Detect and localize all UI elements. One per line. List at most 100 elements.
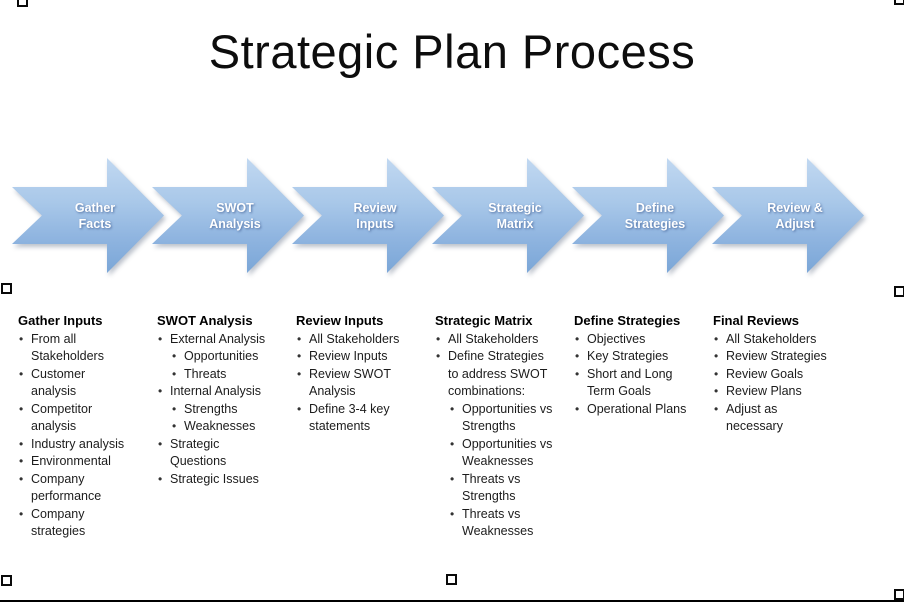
bullet-glyph: • [714,384,719,398]
bullet-glyph: • [172,419,177,433]
column-heading: Final Reviews [713,313,799,328]
bullet-glyph: • [575,401,580,416]
column-heading: Strategic Matrix [435,313,533,328]
bullet-glyph: • [19,366,24,381]
bullet-text: Review Inputs [309,349,388,363]
bullet-glyph: • [436,349,441,363]
bullet-text: Strategic Issues [170,471,259,486]
detail-column-define-strategies: Define Strategies•Objectives•Key Strateg… [574,312,713,541]
bullet-item: • Company performance [18,471,151,506]
bullet-item: •Review Strategies [713,348,846,366]
bullet-item: • Define 3-4 key statements [296,401,429,436]
bullet-item: • Review SWOT Analysis [296,366,429,401]
bullet-glyph: • [714,331,719,346]
placeholder-handle-top-right [894,0,904,5]
bullet-item: •Environmental [18,453,151,471]
bullet-text: Competitor analysis [31,401,93,434]
bullet-text: All Stakeholders [448,331,539,346]
bullet-glyph: • [297,401,302,416]
process-step-label: Gather Facts [74,200,116,231]
bullet-item: • Customer analysis [18,366,151,401]
column-heading: Gather Inputs [18,313,103,328]
bullet-text: Objectives [587,331,646,346]
bullet-text: Strategic Questions [170,436,227,469]
bullet-text: Operational Plans [587,401,687,416]
column-heading: Review Inputs [296,313,384,328]
bullet-item: •Strengths [157,401,290,419]
bullet-text: Customer analysis [31,366,86,399]
slide-bottom-edge [0,600,904,602]
placeholder-handle-right-middle [894,286,904,297]
bullet-glyph: • [172,349,177,363]
process-step-arrow-strategic-matrix: Strategic Matrix [432,158,584,273]
bullet-text: From all Stakeholders [31,331,104,364]
bullet-text: Define 3-4 key statements [309,401,390,434]
bullet-glyph: • [297,349,302,363]
bullet-glyph: • [714,401,719,416]
bullet-item: •Opportunities vs Strengths [435,401,568,436]
bullet-glyph: • [450,471,455,486]
bullet-text: Review Goals [726,366,804,381]
bullet-text: All Stakeholders [726,331,817,346]
bullet-text: Opportunities [184,349,259,363]
bullet-glyph: • [158,471,163,486]
bullet-glyph: • [297,366,302,381]
bullet-item: •Weaknesses [157,418,290,436]
placeholder-handle-bottom-center [446,574,457,585]
process-step-label: Define Strategies [624,200,686,231]
bullet-item: • Strategic Issues [157,471,290,489]
column-heading: Define Strategies [574,313,681,328]
bullet-glyph: • [714,366,719,381]
bullet-text: Review Strategies [726,349,827,363]
bullet-text: Short and Long Term Goals [587,366,673,399]
process-step-label: Review & Adjust [767,200,823,231]
bullet-glyph: • [19,471,24,486]
process-step-label: Review Inputs [353,200,397,231]
bullet-item: •Opportunities vs Weaknesses [435,436,568,471]
bullet-item: •Define Strategies to address SWOT combi… [435,348,568,401]
bullet-text: All Stakeholders [309,331,400,346]
bullet-glyph: • [158,436,163,451]
placeholder-handle-bottom-right [894,589,904,600]
bullet-glyph: • [575,366,580,381]
bullet-text: Adjust as necessary [726,401,783,434]
bullet-glyph: • [19,506,24,521]
bullet-item: • Threats vs Strengths [435,471,568,506]
bullet-glyph: • [19,401,24,416]
bullet-text: External Analysis [170,331,266,346]
bullet-item: • All Stakeholders [296,331,429,349]
detail-column-strategic-matrix: Strategic Matrix • All Stakeholders •Define… [435,312,574,541]
bullet-text: Company strategies [31,506,86,539]
bullet-glyph: • [19,454,24,468]
bullet-item: •Key Strategies [574,348,707,366]
detail-columns: Gather Inputs • From all Stakeholders • Cust… [18,312,886,541]
bullet-text: Strengths [184,401,238,416]
bullet-text: Review SWOT Analysis [309,366,391,399]
bullet-text: Company performance [31,471,102,504]
placeholder-handle-left-middle [1,283,12,294]
process-step-arrow-gather-facts: Gather Facts [12,158,164,273]
detail-column-swot-analysis: SWOT Analysis • External Analysis • Opportun… [157,312,296,541]
bullet-text: Opportunities vs Strengths [462,401,553,434]
process-step-arrow-review-inputs: Review Inputs [292,158,444,273]
bullet-text: Key Strategies [587,349,669,363]
bullet-glyph: • [19,436,24,451]
detail-column-final-reviews: Final Reviews•All Stakeholders•Review St… [713,312,852,541]
bullet-item: • All Stakeholders [713,331,846,349]
bullet-glyph: • [158,384,163,398]
bullet-text: Threats vs Strengths [462,471,521,504]
bullet-item: • Strategic Questions [157,436,290,471]
bullet-item: •Review Plans [713,383,846,401]
bullet-text: Internal Analysis [170,384,262,398]
bullet-glyph: • [297,331,302,346]
bullet-text: Industry analysis [31,436,125,451]
bullet-text: Threats [184,366,227,381]
bullet-text: Threats vs Weaknesses [462,506,534,539]
process-step-arrow-define-strategies: Define Strategies [572,158,724,273]
bullet-glyph: • [158,331,163,346]
column-heading: SWOT Analysis [157,313,253,328]
bullet-glyph: • [450,506,455,521]
bullet-item: • Review Goals [713,366,846,384]
